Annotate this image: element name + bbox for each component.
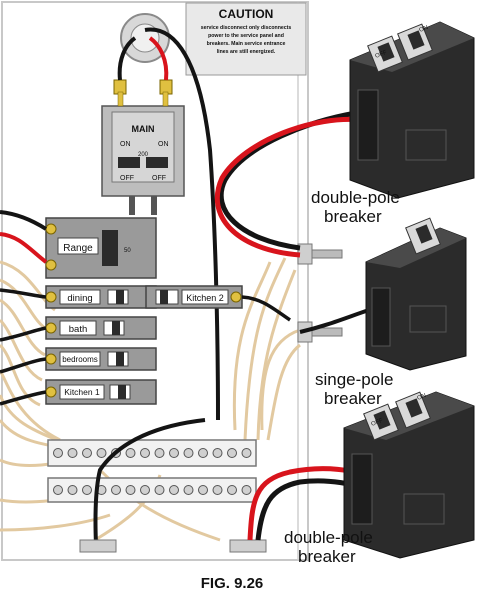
figure-caption: FIG. 9.26 xyxy=(201,575,264,592)
breaker-bedrooms: bedrooms xyxy=(45,347,157,371)
knockout-connector-upper xyxy=(297,243,343,265)
main-on-right: ON xyxy=(158,141,169,148)
main-breaker-label: MAIN xyxy=(132,124,155,134)
bus-screw xyxy=(96,448,107,458)
range-wire-red xyxy=(0,232,48,264)
callout-double-pole-bottom-line1: double-pole xyxy=(284,528,373,547)
bus-screw xyxy=(125,485,136,495)
bedrooms-terminal xyxy=(45,353,57,365)
knockout-connector-bottom-right xyxy=(229,539,267,553)
range-terminal-top xyxy=(45,223,57,235)
service-wire-red xyxy=(148,36,169,81)
bedrooms-wire xyxy=(0,357,47,374)
bus-screw xyxy=(82,485,92,495)
top-breaker-black-wire xyxy=(218,109,363,251)
callout-double-pole-top-line1: double-pole xyxy=(311,188,400,207)
callout-double-pole-bottom-line2: breaker xyxy=(298,547,356,566)
double-pole-breaker-top: OFF ON xyxy=(349,21,475,199)
bus-screw xyxy=(140,448,150,458)
caution-line-2: power to the service panel and xyxy=(208,33,284,39)
caution-line-1: service disconnect only disconnects xyxy=(201,25,292,31)
knockout-connector-bottom-left xyxy=(79,539,117,553)
double-pole-breaker-bottom: OFF ON xyxy=(343,391,475,559)
bus-screw xyxy=(82,448,92,458)
bus-screw xyxy=(227,485,237,495)
bus-screw xyxy=(198,485,208,495)
bus-screw xyxy=(227,448,237,458)
service-neutral-wire xyxy=(144,27,220,421)
neutral-to-bottom-wire xyxy=(93,418,206,546)
neutral-bus-bar-lower xyxy=(47,477,257,503)
callout-single-pole-line1: singe-pole xyxy=(315,370,393,389)
range-terminal-bottom xyxy=(45,259,57,271)
bottom-breaker-off-text: OFF xyxy=(371,418,385,428)
bottom-breaker-on-text: ON xyxy=(417,393,428,402)
bus-screw xyxy=(67,448,78,458)
kitchen2-wire xyxy=(241,295,291,322)
main-on-left: ON xyxy=(120,141,131,148)
service-wire-black-a xyxy=(117,36,137,81)
breaker-dining: dining xyxy=(45,285,157,309)
breaker-range: Range 50 xyxy=(45,217,157,279)
main-breaker: MAIN ON ON 200 OFF OFF xyxy=(101,79,185,197)
bus-screw xyxy=(154,485,165,495)
neutral-bus-bar-upper xyxy=(47,439,257,467)
bus-screw xyxy=(212,485,223,495)
bus-screw xyxy=(169,485,179,495)
bus-screw xyxy=(53,485,63,495)
main-off-right: OFF xyxy=(152,175,166,182)
breaker-kitchen-1: Kitchen 1 xyxy=(45,379,157,405)
main-rating: 200 xyxy=(138,152,149,158)
bath-terminal xyxy=(45,322,57,334)
bedrooms-label: bedrooms xyxy=(62,355,98,364)
kitchen1-terminal xyxy=(45,386,57,398)
bus-screw xyxy=(183,485,194,495)
range-rating: 50 xyxy=(124,248,131,254)
caution-title: CAUTION xyxy=(219,7,274,21)
breaker-kitchen-2: Kitchen 2 xyxy=(145,285,243,309)
kitchen1-wire xyxy=(0,390,47,406)
bus-screw xyxy=(67,485,78,495)
bus-screw xyxy=(183,448,194,458)
top-breaker-red-wire xyxy=(214,116,363,258)
bus-screw xyxy=(53,448,63,458)
top-breaker-off-text: OFF xyxy=(375,50,389,60)
callout-double-pole-top-line2: breaker xyxy=(324,207,382,226)
kitchen1-label: Kitchen 1 xyxy=(64,387,100,397)
bus-screw xyxy=(198,448,208,458)
bus-screw xyxy=(212,448,223,458)
bus-screw xyxy=(111,485,121,495)
kitchen2-terminal xyxy=(230,291,242,303)
bath-label: bath xyxy=(69,324,88,335)
dining-label: dining xyxy=(67,293,92,304)
bus-screw xyxy=(125,448,136,458)
bus-screw xyxy=(169,448,179,458)
single-pole-breaker xyxy=(365,217,467,371)
bus-screw xyxy=(241,485,252,495)
range-wire-black xyxy=(0,210,48,231)
cable-clamp-top xyxy=(120,13,170,63)
range-label: Range xyxy=(63,243,93,254)
dining-terminal xyxy=(45,291,57,303)
bus-screw xyxy=(140,485,150,495)
main-off-left: OFF xyxy=(120,175,134,182)
bath-wire xyxy=(0,326,47,342)
bus-screw xyxy=(241,448,252,458)
breaker-bath: bath xyxy=(45,316,157,340)
dining-wire xyxy=(0,288,47,299)
top-breaker-on-text: ON xyxy=(419,25,430,34)
kitchen2-label: Kitchen 2 xyxy=(186,293,224,303)
callout-single-pole-line2: breaker xyxy=(324,389,382,408)
caution-label: CAUTION service disconnect only disconne… xyxy=(185,2,307,76)
bus-screw xyxy=(154,448,165,458)
caution-line-4: lines are still energized. xyxy=(217,49,276,55)
caution-line-3: breakers. Main service entrance xyxy=(207,41,286,47)
